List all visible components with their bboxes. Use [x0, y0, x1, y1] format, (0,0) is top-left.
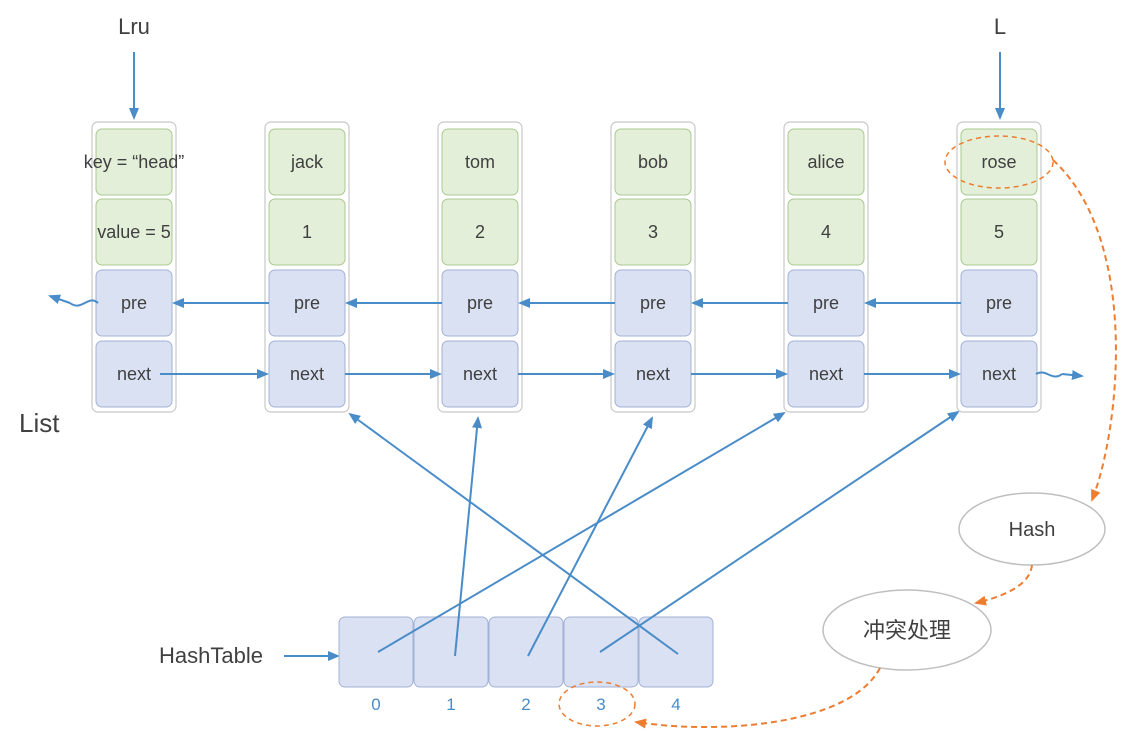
node-key-label: rose	[981, 152, 1016, 172]
hashtable-slot-index: 4	[671, 695, 680, 714]
hashtable-slot-index: 0	[371, 695, 380, 714]
node-next-label: next	[809, 364, 843, 384]
node-next-label: next	[290, 364, 324, 384]
node-value-cell	[787, 198, 865, 266]
conflict-handling-label: 冲突处理	[863, 618, 951, 643]
node-key-label: jack	[290, 152, 324, 172]
node-key-label: alice	[807, 152, 844, 172]
node-value-label: value = 5	[97, 222, 171, 242]
node-value-label: 5	[994, 222, 1004, 242]
node-key-cell	[441, 128, 519, 196]
node-pre-label: pre	[813, 293, 839, 313]
hash-pointer-arrow	[454, 416, 483, 657]
hash-to-conflict-arrow	[974, 564, 1033, 606]
linked-list: key = “head” value = 5 pre next jack 1 pre next…	[84, 121, 1042, 413]
hashtable-slot	[488, 616, 564, 688]
node-key-cell	[268, 128, 346, 196]
node-pre-label: pre	[986, 293, 1012, 313]
key-to-hash-arrow	[1052, 159, 1117, 502]
node-next-label: next	[982, 364, 1016, 384]
node-key-cell	[960, 128, 1038, 196]
hash-function-label: Hash	[1009, 519, 1056, 541]
node-value-cell	[614, 198, 692, 266]
node-value-label: 2	[475, 222, 485, 242]
node-key-cell	[614, 128, 692, 196]
list-links	[160, 298, 961, 379]
node-pre-label: pre	[121, 293, 147, 313]
node-value-cell	[268, 198, 346, 266]
rose-key-highlight	[944, 135, 1054, 189]
node-key-label: bob	[638, 152, 668, 172]
list-node: bob 3 pre next	[610, 121, 696, 413]
list-node: rose 5 pre next	[956, 121, 1042, 413]
tail-next-squiggle	[1035, 371, 1063, 378]
node-key-label: tom	[465, 152, 495, 172]
l-label: L	[994, 14, 1006, 39]
node-pre-label: pre	[467, 293, 493, 313]
node-pre-label: pre	[294, 293, 320, 313]
slot-3-highlight	[558, 681, 636, 727]
hash-pointer-arrow	[348, 412, 679, 655]
hashtable-slot-index: 2	[521, 695, 530, 714]
node-value-label: 1	[302, 222, 312, 242]
hashtable-slot	[338, 616, 414, 688]
node-value-cell	[960, 198, 1038, 266]
hash-pointer-arrow	[599, 410, 960, 653]
lru-label: Lru	[118, 14, 150, 39]
node-pre-label: pre	[640, 293, 666, 313]
node-next-label: next	[117, 364, 151, 384]
node-value-cell	[95, 198, 173, 266]
hashtable-label: HashTable	[159, 643, 263, 668]
node-key-label: key = “head”	[84, 152, 185, 172]
head-pre-null-arrow	[48, 294, 71, 305]
hashtable-pointers	[348, 410, 960, 657]
head-pre-squiggle	[69, 299, 99, 307]
hashtable: 0 1 2 3 4	[338, 616, 714, 714]
node-key-cell	[787, 128, 865, 196]
hashtable-slot-index: 3	[596, 695, 605, 714]
conflict-handling-bubble	[822, 589, 992, 671]
node-key-cell	[95, 128, 173, 196]
tail-next-null-arrow	[1061, 370, 1084, 380]
node-next-label: next	[463, 364, 497, 384]
conflict-to-slot-arrow	[634, 667, 881, 729]
node-value-label: 4	[821, 222, 831, 242]
hash-pointer-arrow	[377, 411, 786, 653]
list-label: List	[19, 408, 60, 438]
node-next-label: next	[636, 364, 670, 384]
list-node: alice 4 pre next	[783, 121, 869, 413]
list-node: jack 1 pre next	[264, 121, 350, 413]
node-value-cell	[441, 198, 519, 266]
list-node: key = “head” value = 5 pre next	[84, 121, 185, 413]
list-node: tom 2 pre next	[437, 121, 523, 413]
hashtable-slot-index: 1	[446, 695, 455, 714]
hashtable-slot	[413, 616, 489, 688]
hash-pointer-arrow	[527, 416, 653, 657]
node-value-label: 3	[648, 222, 658, 242]
